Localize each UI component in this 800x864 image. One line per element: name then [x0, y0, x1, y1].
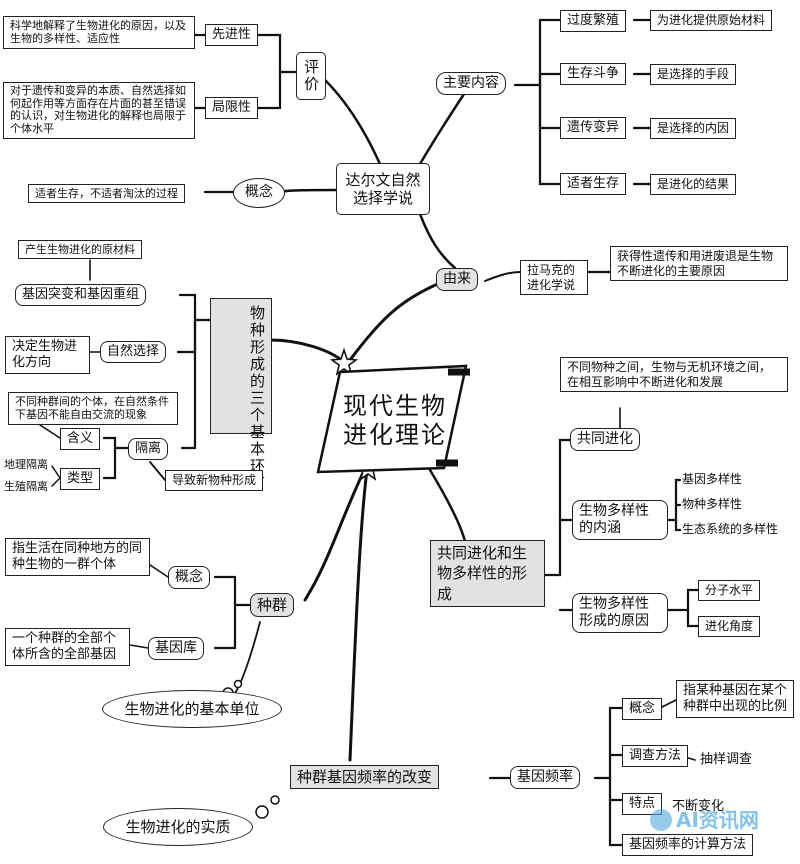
calc-method-box: 基因频率的计算方法	[622, 834, 754, 856]
coevolution-desc: 不同物种之间，生物与无机环境之间，在相互影响中不断进化和发展	[560, 357, 788, 393]
coevolution-box: 共同进化和生物多样性的形成	[430, 540, 545, 607]
central-topic-line1: 现代生物	[343, 391, 447, 420]
darwin-item-2-desc: 是选择的手段	[650, 64, 737, 85]
feature-desc: 不断变化	[672, 799, 725, 814]
darwin-item-3-desc: 是选择的内因	[650, 118, 737, 139]
diversity-content-box: 生物多样性的内涵	[572, 500, 668, 541]
feature-box: 特点	[622, 793, 663, 815]
lamarck-box: 拉马克的进化学说	[520, 260, 588, 296]
reason-molecular: 分子水平	[698, 580, 761, 601]
watermark-text: AI资讯网	[676, 808, 759, 832]
darwin-item-4: 适者生存	[560, 173, 627, 195]
survey-desc: 抽样调查	[700, 752, 753, 767]
gene-frequency-box: 基因频率	[510, 766, 580, 790]
central-topic: 现代生物 进化理论	[330, 380, 460, 462]
advanced-box: 先进性	[205, 24, 259, 46]
repro-isolation: 生殖隔离	[4, 480, 48, 493]
population-concept-box: 概念	[168, 566, 210, 590]
diversity-item-species: 物种多样性	[682, 497, 743, 511]
geo-isolation: 地理隔离	[4, 458, 48, 471]
survey-box: 调查方法	[622, 745, 689, 767]
darwin-item-3: 遗传变异	[560, 117, 627, 139]
reason-evolution: 进化角度	[698, 616, 761, 637]
darwin-concept-ellipse: 概念	[233, 178, 285, 208]
advanced-desc: 科学地解释了生物进化的原因，以及生物的多样性、适应性	[3, 16, 195, 49]
origin-box: 由来	[436, 268, 478, 292]
limitation-box: 局限性	[205, 97, 259, 119]
frequency-change-box: 种群基因频率的改变	[290, 765, 440, 790]
gene-pool-box: 基因库	[148, 637, 204, 661]
darwin-item-4-desc: 是进化的结果	[650, 174, 737, 195]
diversity-item-gene: 基因多样性	[682, 472, 743, 486]
watermark: AI资讯网	[650, 808, 759, 832]
mutation-desc: 产生生物进化的原材料	[18, 240, 142, 260]
meaning-desc: 不同种群间的个体，在自然条件下基因不能自由交流的现象	[8, 392, 178, 425]
freq-concept-box: 概念	[622, 698, 663, 720]
types-box: 类型	[60, 468, 101, 490]
darwin-concept-desc: 适者生存，不适者淘汰的过程	[28, 184, 185, 204]
meaning-box: 含义	[60, 428, 101, 450]
freq-concept-desc: 指某种基因在某个种群中出现的比例	[676, 680, 794, 718]
main-content-box: 主要内容	[436, 72, 506, 96]
watermark-logo-icon	[650, 809, 672, 832]
central-topic-line2: 进化理论	[343, 421, 447, 449]
gene-pool-desc: 一个种群的全部个体所含的全部基因	[5, 628, 130, 666]
population-box: 种群	[250, 593, 295, 618]
limitation-desc: 对于遗传和变异的本质、自然选择如何起作用等方面存在片面的甚至错误的认识，对生物进…	[3, 82, 195, 139]
basic-unit-ellipse: 生物进化的基本单位	[102, 690, 282, 728]
essence-ellipse: 生物进化的实质	[103, 808, 253, 846]
coevolution-node: 共同进化	[570, 428, 640, 452]
selection-box: 自然选择	[100, 341, 167, 363]
darwin-item-1-desc: 为进化提供原始材料	[650, 10, 773, 31]
speciation-box: 物种形成的三个基本环节	[210, 298, 272, 492]
evaluation-box: 评价	[296, 52, 326, 100]
darwin-item-1: 过度繁殖	[560, 10, 627, 32]
diversity-reason-box: 生物多样性形成的原因	[572, 593, 668, 634]
lamarck-desc: 获得性遗传和用进废退是生物不断进化的主要原因	[610, 246, 788, 282]
new-species-box: 导致新物种形成	[165, 470, 264, 491]
darwin-theory-box: 达尔文自然选择学说	[336, 163, 430, 215]
isolation-box: 隔离	[128, 438, 169, 460]
population-concept-desc: 指生活在同种地方的同种生物的一群个体	[5, 538, 150, 576]
selection-desc: 决定生物进化方向	[5, 336, 90, 374]
darwin-item-2: 生存斗争	[560, 63, 627, 85]
diversity-item-ecosystem: 生态系统的多样性	[682, 522, 779, 536]
mutation-box: 基因突变和基因重组	[15, 284, 147, 306]
